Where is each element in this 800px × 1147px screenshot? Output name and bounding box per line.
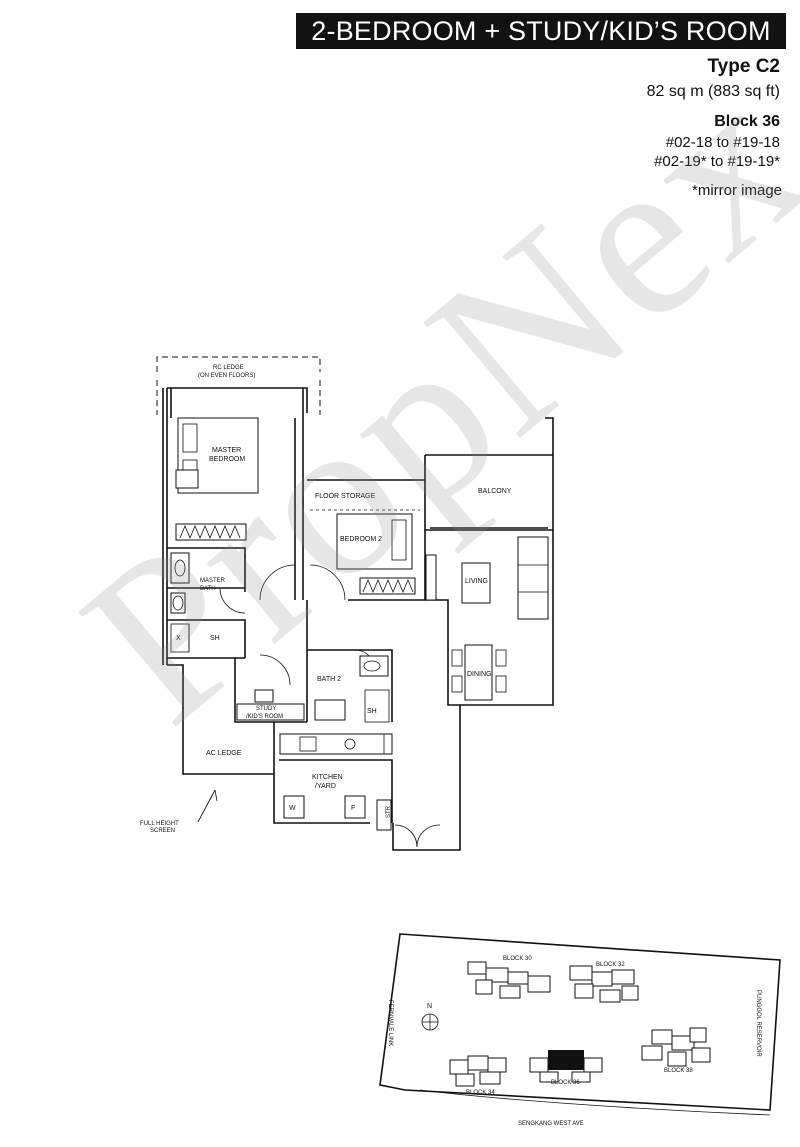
road-bottom-label: SENGKANG WEST AVE [518, 1121, 584, 1127]
rc-ledge-label: RC LEDGE [213, 365, 244, 371]
unit-type: Type C2 [707, 56, 780, 77]
study-furniture [236, 689, 305, 721]
master-bed [175, 417, 259, 494]
block-34-label: BLOCK 34 [466, 1090, 495, 1096]
floor-storage-label: FLOOR STORAGE [315, 493, 375, 500]
block-30-footprint [467, 961, 551, 999]
site-plan [379, 933, 781, 1116]
bath2-shower-label: SH [367, 708, 377, 715]
kitchen-label-1: KITCHEN [312, 774, 343, 781]
block-30-label: BLOCK 30 [503, 956, 532, 962]
dining-label: DINING [467, 671, 492, 678]
master-bath-fixtures [170, 552, 190, 653]
block-number: Block 36 [714, 113, 780, 130]
unit-title-banner: 2-BEDROOM + STUDY/KID’S ROOM [296, 13, 786, 49]
block-38-footprint [641, 1027, 711, 1067]
unit-range-1: #02-18 to #19-18 [665, 134, 780, 151]
kitchen-counter [279, 733, 393, 831]
unit-range-2: #02-19* to #19-19* [654, 153, 780, 170]
block-36-footprint [529, 1050, 603, 1083]
full-height-label-2: SCREEN [150, 828, 175, 834]
living-furniture [425, 536, 549, 620]
unit-area: 82 sq m (883 sq ft) [646, 83, 780, 100]
road-left-label: FERNVALE LINK [387, 1000, 393, 1046]
screen-arrow [197, 789, 218, 823]
dining-table [451, 644, 507, 701]
road-right-label: PUNGGOL RESERVOIR [755, 990, 761, 1057]
block-36-label: BLOCK 36 [551, 1080, 580, 1086]
interior-walls [167, 418, 460, 823]
f-mark: F [351, 805, 355, 812]
rc-ledge-note: (ON EVEN FLOORS) [198, 373, 255, 379]
rc-ledge-sides [156, 380, 321, 415]
living-label: LIVING [465, 578, 488, 585]
master-bath-label-2: BATH [200, 586, 216, 592]
master-bedroom-label-1: MASTER [212, 447, 241, 454]
block-32-label: BLOCK 32 [596, 962, 625, 968]
mirror-note: *mirror image [691, 182, 782, 199]
study-label-2: /KID'S ROOM [246, 714, 283, 720]
block-32-footprint [569, 965, 639, 1003]
ac-ledge-label: AC LEDGE [206, 750, 242, 757]
study-label-1: STUDY [256, 706, 276, 712]
rc-ledge-outline [156, 356, 321, 372]
bath-2-label: BATH 2 [317, 676, 341, 683]
balcony-label: BALCONY [478, 488, 512, 495]
bath2-fixtures [314, 655, 390, 723]
master-bath-label-1: MASTER [200, 578, 226, 584]
x-mark: X [176, 635, 181, 642]
bedroom2-wardrobe [359, 577, 416, 595]
block-34-footprint [449, 1055, 507, 1087]
str-label: STR [386, 805, 392, 818]
master-bedroom-label-2: BEDROOM [209, 456, 245, 463]
block-38-label: BLOCK 38 [664, 1068, 693, 1074]
full-height-label-1: FULL HEIGHT [140, 821, 179, 827]
master-wardrobe [175, 523, 247, 541]
bedroom2-bed [336, 513, 413, 570]
north-marker: N [427, 1003, 432, 1010]
master-shower-label: SH [210, 635, 220, 642]
w-mark: W [289, 805, 296, 812]
kitchen-label-2: /YARD [315, 783, 336, 790]
bedroom-2-label: BEDROOM 2 [340, 536, 382, 543]
